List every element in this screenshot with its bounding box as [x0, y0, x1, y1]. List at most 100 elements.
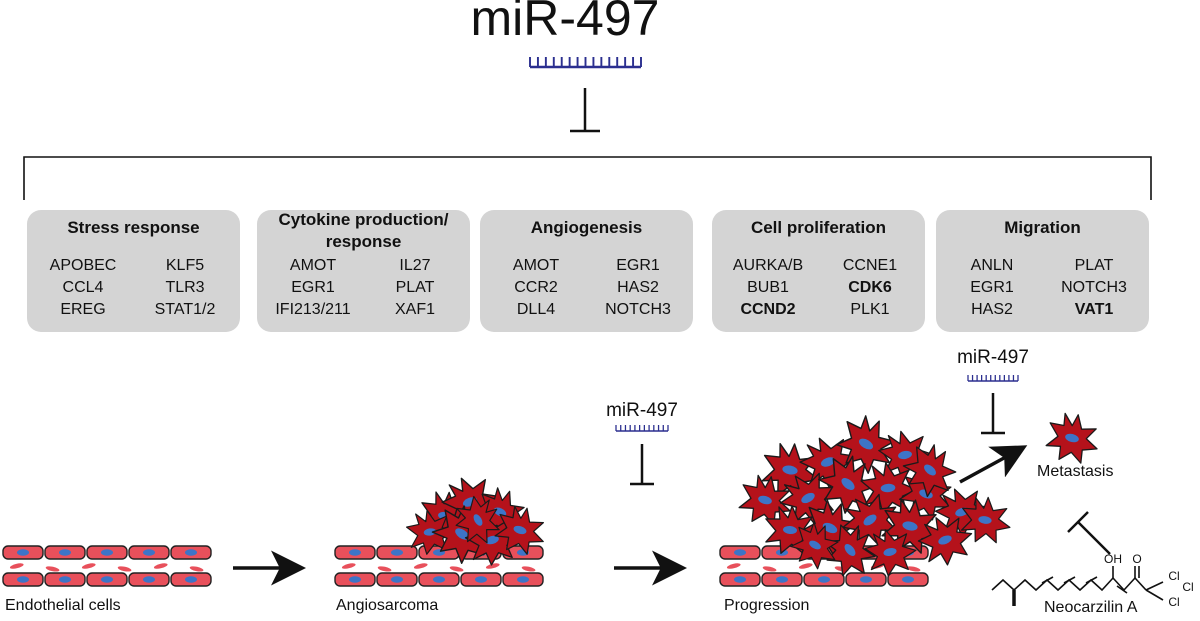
- gene-label: CCND2: [740, 301, 795, 318]
- gene-label: EREG: [60, 301, 105, 318]
- progression-mirna-icon: [615, 425, 669, 432]
- interstitial-cell: [377, 566, 392, 572]
- target-bracket: [23, 156, 1152, 200]
- gene-label: BUB1: [747, 279, 789, 296]
- endothelial-cell: [376, 572, 418, 587]
- endothelial-cell: [803, 572, 845, 587]
- gene-label: XAF1: [395, 301, 435, 318]
- endothelial-cell: [334, 545, 376, 560]
- gene-label: IL27: [399, 257, 430, 274]
- category-title: Cell proliferation: [751, 218, 886, 237]
- arrow-to-metastasis: [959, 445, 1028, 484]
- gene-label: CDK6: [848, 279, 892, 296]
- category-title: Stress response: [67, 218, 199, 237]
- category-title: response: [326, 232, 402, 251]
- gene-label: AURKA/B: [733, 257, 803, 274]
- gene-label: CCR2: [514, 279, 558, 296]
- vessel-group: [2, 545, 929, 587]
- gene-label: IFI213/211: [275, 301, 350, 318]
- carbonyl-label: O: [1132, 552, 1141, 566]
- category-title: Cytokine production/: [279, 210, 449, 229]
- vessel-layer: [334, 545, 544, 587]
- endothelial-label: Endothelial cells: [5, 597, 121, 614]
- metastasis-mirna-label: miR-497: [957, 347, 1029, 368]
- endothelial-cell: [418, 572, 460, 587]
- endothelial-cell: [334, 572, 376, 587]
- interstitial-cell: [521, 566, 536, 572]
- endothelial-cell: [502, 572, 544, 587]
- interstitial-cell: [906, 566, 921, 572]
- chlorine-label-2: Cl: [1182, 580, 1193, 594]
- metastasis-label: Metastasis: [1037, 463, 1113, 480]
- interstitial-cell: [117, 566, 132, 572]
- main-title: miR-497: [471, 0, 660, 46]
- hydroxyl-label: OH: [1104, 552, 1122, 566]
- endothelial-cell: [86, 572, 128, 587]
- endothelial-cell: [845, 572, 887, 587]
- endothelial-cell: [170, 545, 212, 560]
- main-inhibition-icon: [570, 88, 600, 133]
- interstitial-cell: [9, 563, 24, 569]
- gene-label: DLL4: [517, 301, 555, 318]
- gene-label: PLAT: [1075, 257, 1114, 274]
- interstitial-cell: [449, 566, 464, 572]
- metastasis-tumor-cell: [1040, 407, 1105, 469]
- metastasis-inhibition-icon: [981, 393, 1005, 435]
- tumor-cell: [1040, 407, 1105, 469]
- main-mirna-icon: [529, 57, 642, 69]
- interstitial-cell: [341, 563, 356, 569]
- progression-inhibition-icon: [630, 444, 654, 486]
- gene-label: EGR1: [970, 279, 1014, 296]
- interstitial-cell: [153, 563, 168, 569]
- progression-mirna-label: miR-497: [606, 400, 678, 421]
- interstitial-cell: [189, 566, 204, 572]
- gene-label: KLF5: [166, 257, 204, 274]
- interstitial-cell: [798, 563, 813, 569]
- vessel-layer: [2, 545, 212, 587]
- endothelial-cell: [460, 572, 502, 587]
- neocarzilin-label: Neocarzilin A: [1044, 599, 1138, 616]
- chlorine-label-1: Cl: [1168, 569, 1179, 583]
- gene-label: VAT1: [1075, 301, 1114, 318]
- gene-label: AMOT: [513, 257, 559, 274]
- progression-label: Progression: [724, 597, 809, 614]
- interstitial-cell: [762, 566, 777, 572]
- gene-label: ANLN: [971, 257, 1014, 274]
- interstitial-cell: [485, 563, 500, 569]
- interstitial-cell: [726, 563, 741, 569]
- metastasis-mirna-icon: [967, 375, 1019, 382]
- endothelial-cell: [86, 545, 128, 560]
- gene-label: CCL4: [63, 279, 104, 296]
- interstitial-cell: [81, 563, 96, 569]
- interstitial-cell: [413, 563, 428, 569]
- category-title: Angiogenesis: [531, 218, 642, 237]
- endothelial-cell: [128, 545, 170, 560]
- endothelial-cell: [44, 572, 86, 587]
- neocarzilin-structure-icon: [991, 566, 1164, 606]
- angiosarcoma-label: Angiosarcoma: [336, 597, 438, 614]
- gene-label: PLK1: [850, 301, 889, 318]
- gene-label: EGR1: [291, 279, 335, 296]
- gene-label: AMOT: [290, 257, 336, 274]
- endothelial-cell: [2, 545, 44, 560]
- gene-label: HAS2: [971, 301, 1013, 318]
- endothelial-cell: [44, 545, 86, 560]
- endothelial-cell: [719, 545, 761, 560]
- gene-label: EGR1: [616, 257, 660, 274]
- neocarzilin-inhibition-icon: [1067, 511, 1111, 555]
- endothelial-cell: [761, 572, 803, 587]
- gene-label: PLAT: [396, 279, 435, 296]
- gene-label: CCNE1: [843, 257, 897, 274]
- interstitial-cell: [45, 566, 60, 572]
- gene-label: NOTCH3: [605, 301, 671, 318]
- endothelial-cell: [128, 572, 170, 587]
- endothelial-cell: [170, 572, 212, 587]
- category-title: Migration: [1004, 218, 1081, 237]
